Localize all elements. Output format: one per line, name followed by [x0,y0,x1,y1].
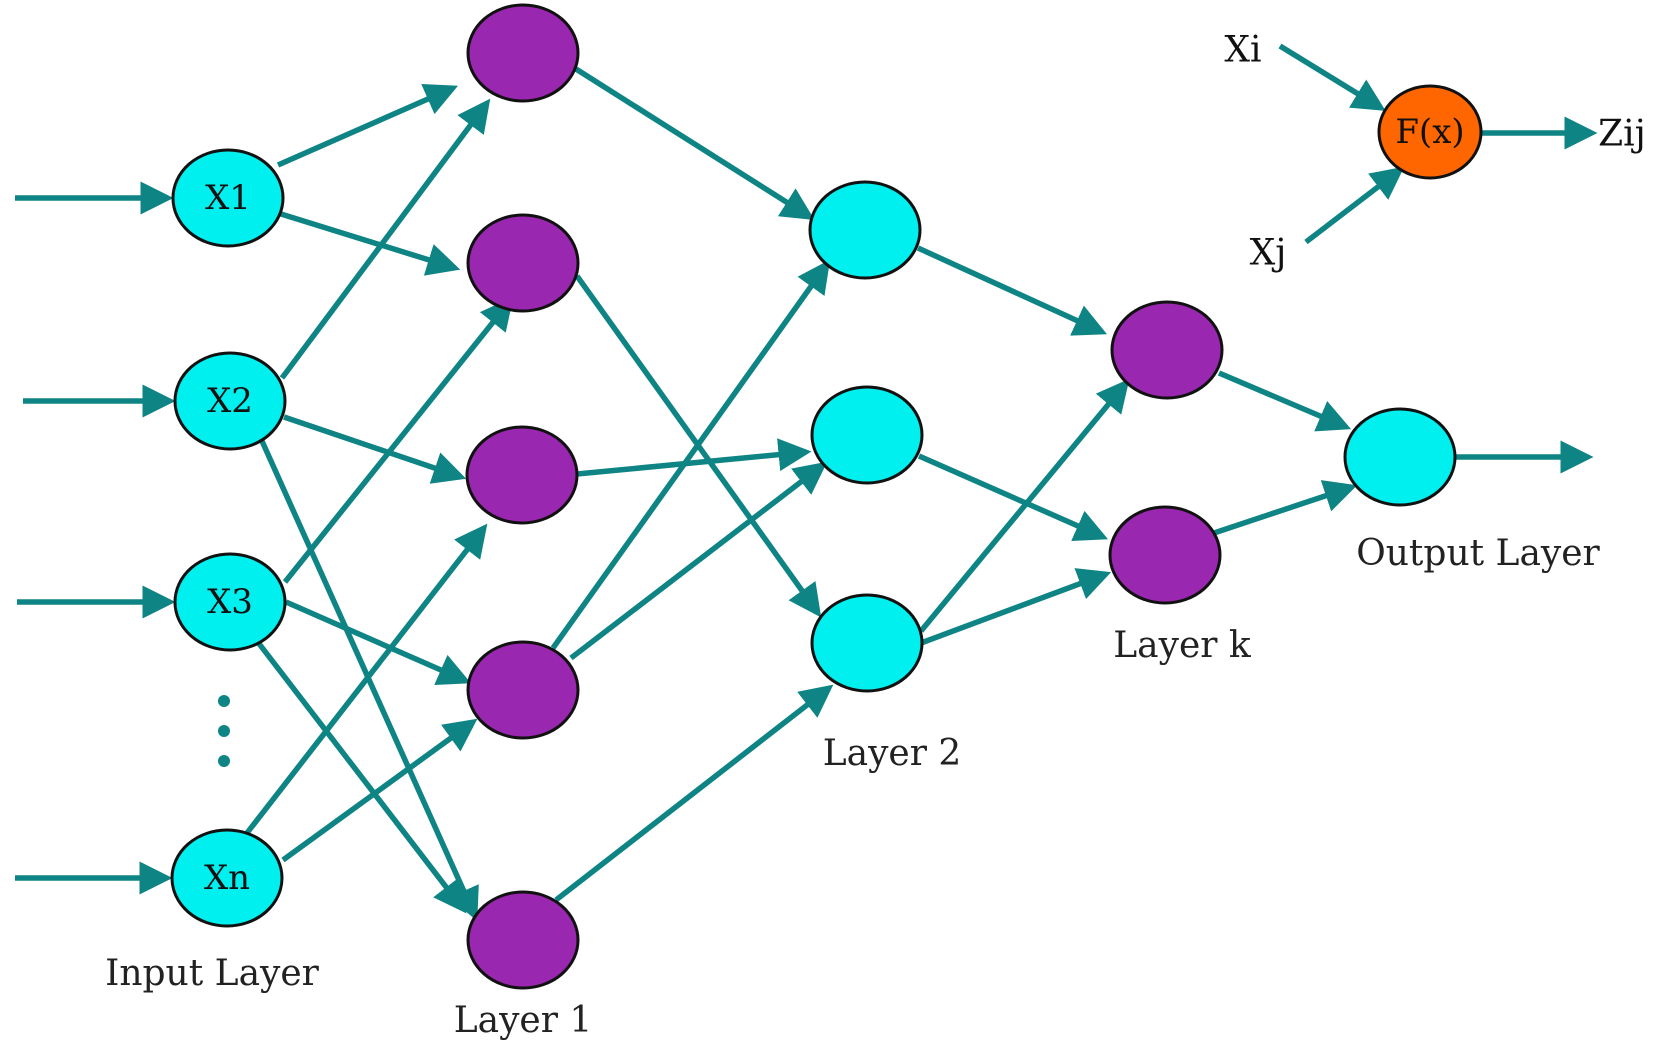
edges [15,43,1598,922]
input-node-xn-label: Xn [204,858,250,898]
input-node-x1 [171,148,285,248]
layer1-label: Layer 1 [454,1000,593,1041]
layer1-node-4 [466,640,580,740]
ellipsis-dots [218,695,230,767]
input-node-x3-label: X3 [207,582,253,622]
edge-x1-l1n1 [276,83,459,168]
layer2-node-2 [810,385,924,485]
edge-xj-fx [1304,166,1405,245]
input-node-x2-label: X2 [207,381,253,421]
edge-lkn1-out [1217,370,1352,432]
layerk-node-2 [1108,505,1222,605]
edge-x3-l1n2 [282,296,514,584]
edge-l1n3-l2n2 [576,438,812,477]
input-node-x3 [173,552,287,652]
edge-l1n4-l2n2 [569,461,828,661]
output-layer-label: Output Layer [1356,533,1600,574]
layer2-node-3 [810,593,924,693]
edge-xn-l1n4 [281,718,478,863]
edge-l2n3-lkn2 [920,568,1112,646]
neuron-input-xj: Xj [1250,233,1287,274]
layer1-node-3 [465,425,579,525]
edge-x3-l1n4 [284,599,472,686]
layer2-label: Layer 2 [823,733,962,774]
neuron-function-label: F(x) [1395,112,1464,152]
layer1-node-5 [466,890,580,990]
input-layer-label: Input Layer [105,953,320,994]
nodes [170,3,1483,990]
neuron-output-zij: Zij [1598,114,1646,155]
edge-x3-l1n5 [254,639,467,914]
layerk-label: Layer k [1113,625,1252,666]
edge-l1n4-l2n1 [550,259,831,650]
edge-x2-l1n3 [283,414,467,484]
edge-x2-l1n1 [279,98,491,380]
input-node-xn [170,828,284,928]
neuron-input-xi: Xi [1224,30,1261,71]
edge-xi-fx [1278,43,1386,111]
edge-xn-l1n3 [244,523,488,835]
edge-x1-l1n2 [280,211,461,276]
edge-l2n2-lkn2 [917,453,1109,542]
input-node-x2 [173,351,287,451]
layer2-node-1 [808,180,922,280]
layer1-node-1 [466,3,580,103]
edge-l2n3-lkn1 [918,378,1130,633]
edge-l2n1-lkn1 [916,245,1108,336]
layer1-node-2 [466,213,580,313]
layerk-node-1 [1110,300,1224,400]
output-node [1343,407,1457,507]
edge-l1n5-l2n3 [554,684,834,903]
input-node-x1-label: X1 [205,178,251,218]
edge-l1n1-l2n1 [574,66,815,220]
neuron-function-node [1377,84,1483,180]
edge-lkn2-out [1213,480,1358,536]
